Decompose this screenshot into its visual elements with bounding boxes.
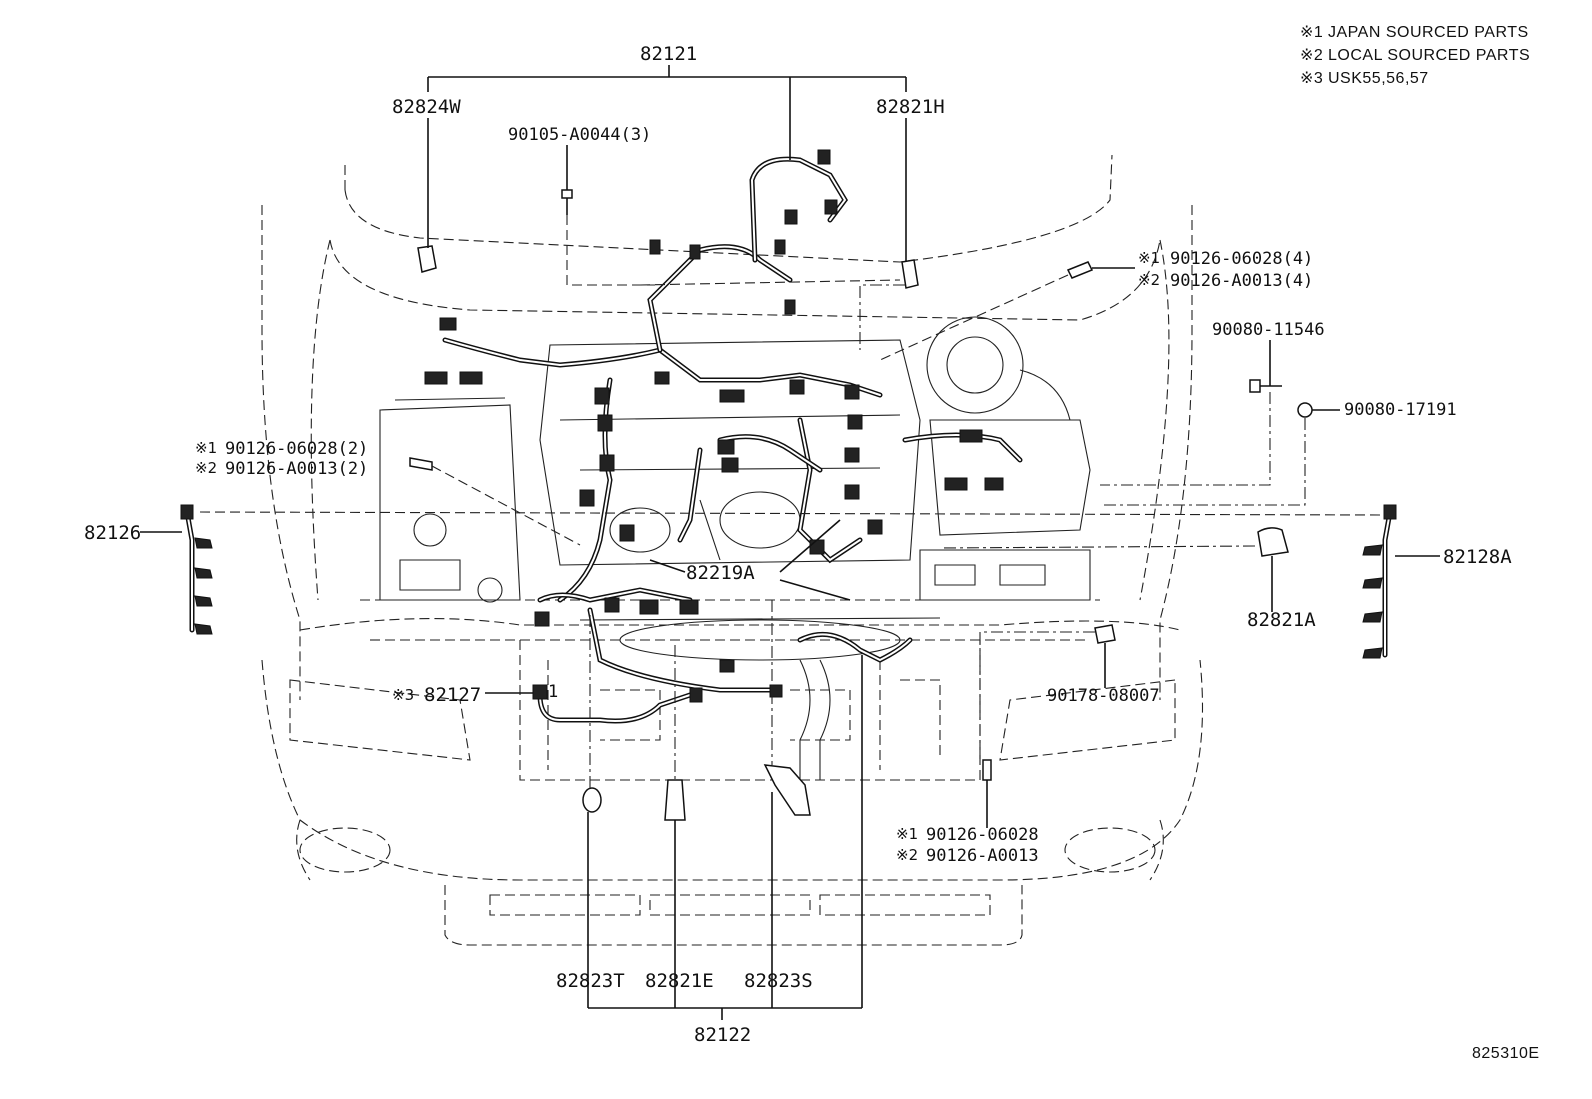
nut-90178-08007 [1094, 624, 1116, 644]
label-82122: 82122 [694, 1024, 751, 1046]
label-90126-06028-4: 90126-06028(4) [1170, 249, 1313, 269]
clamp-82821H [901, 259, 919, 289]
bolt-90105-A0044 [561, 189, 573, 215]
mark-2-bottom: ※2 [896, 846, 918, 864]
nut-90080-17191 [1297, 402, 1313, 418]
legend-text-2: LOCAL SOURCED PARTS [1328, 47, 1530, 64]
mark-1-bottom: ※1 [896, 825, 918, 843]
wire-82127 [532, 684, 703, 724]
label-90080-11546: 90080-11546 [1212, 320, 1325, 340]
label-90126-A0013: 90126-A0013 [926, 846, 1039, 866]
engine-room-main-wire-82122 [534, 587, 913, 698]
label-82824W: 82824W [392, 96, 461, 118]
bolt-90080-11546 [1249, 379, 1282, 393]
mark-2-top: ※2 [1138, 271, 1160, 289]
engine-bay-components [379, 316, 1091, 780]
label-82126: 82126 [84, 522, 141, 544]
legend-mark-3: ※3 [1300, 70, 1323, 87]
mark-1-top: ※1 [1138, 249, 1160, 267]
bracket-82823S [763, 764, 811, 816]
leader-lines [140, 65, 1440, 1020]
small-parts [409, 189, 1313, 821]
vehicle-body-outline [261, 154, 1204, 946]
part-labels: 82121 82824W 82821H 90105-A0044(3) ※1 90… [84, 43, 1540, 1062]
stud-90126-06028 [982, 759, 992, 781]
legend: ※1 JAPAN SOURCED PARTS ※2 LOCAL SOURCED … [1300, 24, 1530, 87]
label-82823S: 82823S [744, 970, 813, 992]
pin-1: 1 [548, 682, 558, 702]
legend-text-3: USK55,56,57 [1328, 70, 1429, 87]
label-82823T: 82823T [556, 970, 625, 992]
label-90126-A0013-4: 90126-A0013(4) [1170, 271, 1313, 291]
label-90080-17191: 90080-17191 [1344, 400, 1457, 420]
label-82821A: 82821A [1247, 609, 1316, 631]
mark-1-left: ※1 [195, 439, 217, 457]
legend-mark-1: ※1 [1300, 24, 1323, 41]
label-90126-06028-2: 90126-06028(2) [225, 439, 368, 459]
protector-82821A [1257, 527, 1289, 557]
stud-90126-06028-4 [1066, 261, 1094, 279]
clamp-82823T [582, 787, 602, 813]
label-82128A: 82128A [1443, 546, 1512, 568]
label-90178-08007: 90178-08007 [1047, 686, 1160, 706]
clamp-82824W [417, 245, 437, 273]
wire-82126-part [180, 504, 213, 635]
label-90126-A0013-2: 90126-A0013(2) [225, 459, 368, 479]
label-90105-A0044: 90105-A0044(3) [508, 125, 651, 145]
label-82219A: 82219A [686, 562, 755, 584]
mark-2-left: ※2 [195, 459, 217, 477]
legend-mark-2: ※2 [1300, 47, 1323, 64]
stud-90126-06028-2 [409, 457, 433, 471]
diagram-code: 825310E [1472, 1045, 1540, 1062]
label-82821E: 82821E [645, 970, 714, 992]
engine-wire-harness-82121 [424, 149, 1023, 603]
label-90126-06028: 90126-06028 [926, 825, 1039, 845]
grommet-82821E [664, 779, 686, 821]
wire-82128A-part [1362, 504, 1397, 659]
mark-3: ※3 [392, 686, 414, 704]
legend-text-1: JAPAN SOURCED PARTS [1328, 24, 1529, 41]
label-82127: 82127 [424, 684, 481, 706]
label-82121: 82121 [640, 43, 697, 65]
label-82821H: 82821H [876, 96, 945, 118]
